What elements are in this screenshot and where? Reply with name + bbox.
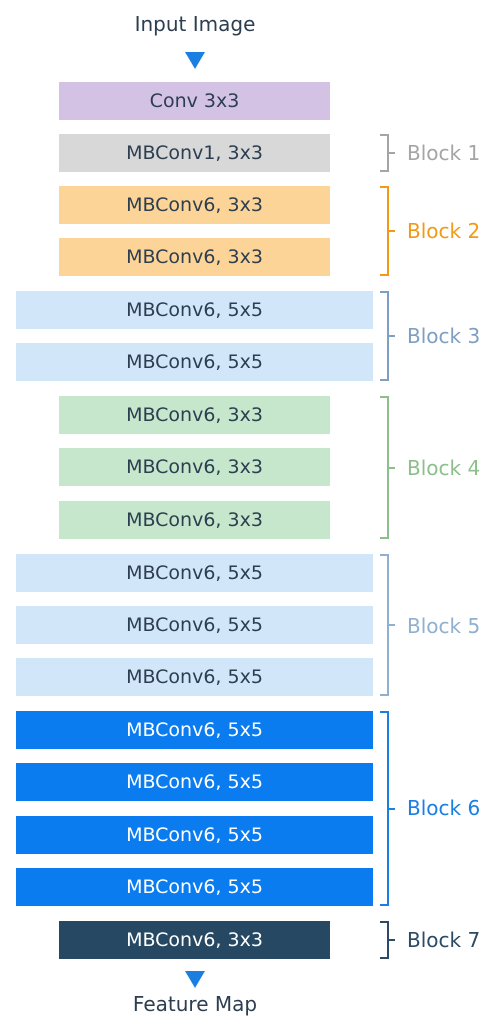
layer-block4-2: MBConv6, 3x3	[59, 448, 330, 486]
feature-map-label: Feature Map	[132, 992, 258, 1016]
block2-label: Block 2	[407, 219, 481, 243]
layer-block6-3: MBConv6, 5x5	[16, 816, 373, 854]
layer-block3-1: MBConv6, 5x5	[16, 291, 373, 329]
block7-label: Block 7	[407, 928, 481, 952]
block3-bracket	[380, 291, 395, 381]
layer-block2-2: MBConv6, 3x3	[59, 238, 330, 276]
block4-label: Block 4	[407, 456, 481, 480]
block5-label: Block 5	[407, 614, 481, 638]
block6-bracket	[380, 711, 395, 906]
layer-block5-3: MBConv6, 5x5	[16, 658, 373, 696]
layer-block7-1: MBConv6, 3x3	[59, 921, 330, 959]
block1-bracket	[380, 134, 395, 172]
layer-block4-1: MBConv6, 3x3	[59, 396, 330, 434]
layer-block4-3: MBConv6, 3x3	[59, 501, 330, 539]
output-arrow-icon	[185, 971, 205, 988]
input-image-label: Input Image	[134, 12, 256, 36]
layer-block1-1: MBConv1, 3x3	[59, 134, 330, 172]
layer-block5-2: MBConv6, 5x5	[16, 606, 373, 644]
layer-block3-2: MBConv6, 5x5	[16, 343, 373, 381]
block3-label: Block 3	[407, 324, 481, 348]
block7-bracket	[380, 921, 395, 959]
block2-bracket	[380, 186, 395, 276]
block1-label: Block 1	[407, 141, 481, 165]
input-arrow-icon	[185, 52, 205, 69]
layer-block6-4: MBConv6, 5x5	[16, 868, 373, 906]
block4-bracket	[380, 396, 395, 539]
block5-bracket	[380, 554, 395, 696]
block6-label: Block 6	[407, 796, 481, 820]
layer-block2-1: MBConv6, 3x3	[59, 186, 330, 224]
layer-block5-1: MBConv6, 5x5	[16, 554, 373, 592]
layer-block6-1: MBConv6, 5x5	[16, 711, 373, 749]
layer-block6-2: MBConv6, 5x5	[16, 763, 373, 801]
layer-conv: Conv 3x3	[59, 82, 330, 120]
